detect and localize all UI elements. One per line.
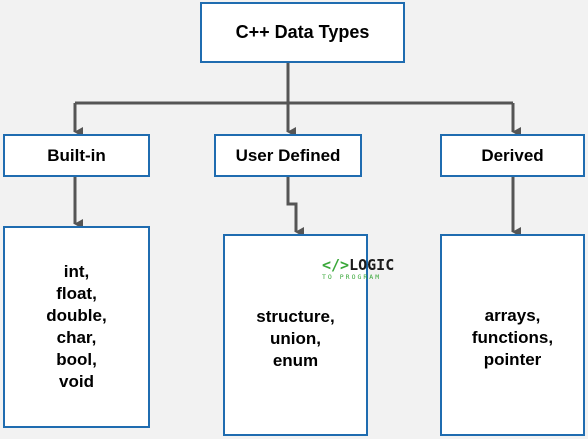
- list-item: char,: [56, 328, 97, 347]
- logo-tagline: TO PROGRAM: [322, 273, 382, 281]
- logo-main-text: LOGIC: [349, 256, 395, 274]
- list-box-built-in: int, float, double, char, bool, void: [3, 226, 150, 428]
- list-box-derived: arrays, functions, pointer: [440, 234, 585, 436]
- list-box-user-defined: structure, union, enum: [223, 234, 368, 436]
- category-label-derived: Derived: [481, 145, 544, 165]
- title-box: C++ Data Types: [200, 2, 405, 63]
- list-item: functions,: [471, 328, 554, 347]
- logo-wordmark: </>LOGIC: [322, 257, 394, 273]
- logic-to-program-logo: </>LOGIC TO PROGRAM: [322, 257, 394, 281]
- list-item: pointer: [483, 350, 542, 369]
- list-item: arrays,: [484, 306, 541, 325]
- list-item: union,: [270, 329, 321, 348]
- list-item: enum: [272, 351, 319, 370]
- category-box-derived: Derived: [440, 134, 585, 177]
- category-box-built-in: Built-in: [3, 134, 150, 177]
- list-item: void: [59, 372, 94, 391]
- arrow-user-to-list: [286, 177, 304, 237]
- list-item: float,: [56, 284, 97, 303]
- list-item: double,: [46, 306, 107, 325]
- category-box-user-defined: User Defined: [214, 134, 362, 177]
- diagram-title: C++ Data Types: [235, 22, 370, 42]
- code-brackets-icon: </>: [322, 256, 350, 274]
- list-item: bool,: [56, 350, 97, 369]
- list-item: int,: [63, 262, 90, 281]
- list-item: structure,: [256, 307, 335, 326]
- category-label-built-in: Built-in: [47, 145, 106, 165]
- category-label-user-defined: User Defined: [235, 145, 341, 165]
